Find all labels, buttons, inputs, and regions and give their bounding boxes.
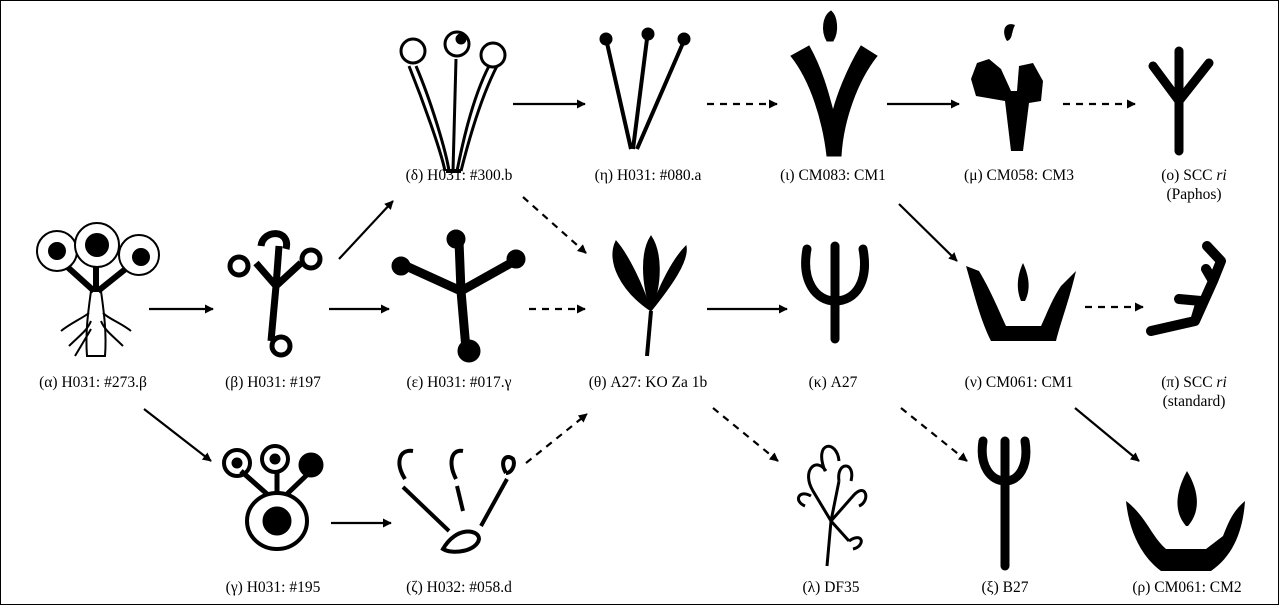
arrow-zeta-theta xyxy=(526,414,587,463)
arrow-nu-rho xyxy=(1075,408,1139,461)
glyph-alpha xyxy=(37,223,159,356)
glyph-delta xyxy=(401,32,505,171)
glyph-omicron xyxy=(1153,51,1209,151)
caption-nu: (ν) CM061: CM1 xyxy=(965,373,1074,392)
glyph-zeta xyxy=(399,451,513,552)
caption-beta: (β) H031: #197 xyxy=(225,373,321,392)
glyph-beta xyxy=(230,234,320,355)
glyph-epsilon xyxy=(392,230,525,362)
glyph-pi xyxy=(1151,246,1221,331)
glyph-nu xyxy=(966,263,1076,341)
glyph-theta xyxy=(613,236,686,356)
arrow-alpha-gamma xyxy=(144,409,211,461)
caption-omicron: (ο) SCC ri (Paphos) xyxy=(1161,166,1226,204)
caption-pi-prefix: (π) SCC xyxy=(1161,374,1216,391)
caption-lambda: (λ) DF35 xyxy=(802,578,859,597)
caption-mu: (μ) CM058: CM3 xyxy=(964,166,1074,185)
caption-pi: (π) SCC ri (standard) xyxy=(1161,373,1227,411)
glyph-eta xyxy=(600,28,690,149)
caption-kappa: (κ) A27 xyxy=(809,373,858,392)
glyph-kappa xyxy=(806,246,865,339)
glyph-mu xyxy=(971,24,1043,151)
caption-pi-sub: (standard) xyxy=(1161,392,1227,411)
glyph-xi xyxy=(982,441,1026,566)
caption-gamma: (γ) H031: #195 xyxy=(226,578,321,597)
glyph-iota xyxy=(791,11,877,156)
caption-pi-italic: ri xyxy=(1216,374,1226,391)
caption-rho: (ρ) CM061: CM2 xyxy=(1132,578,1241,597)
caption-iota: (ι) CM083: CM1 xyxy=(780,166,886,185)
caption-xi: (ξ) B27 xyxy=(982,578,1029,597)
caption-omicron-sub: (Paphos) xyxy=(1161,185,1226,204)
caption-theta: (θ) A27: KO Za 1b xyxy=(589,373,707,392)
arrow-iota-nu xyxy=(899,204,957,261)
glyph-rho xyxy=(1126,471,1245,571)
arrow-beta-delta xyxy=(339,201,393,259)
caption-eta: (η) H031: #080.a xyxy=(595,166,702,185)
glyph-lambda xyxy=(798,446,865,566)
caption-epsilon: (ε) H031: #017.γ xyxy=(406,373,511,392)
arrow-kappa-xi xyxy=(901,408,967,461)
caption-delta: (δ) H031: #300.b xyxy=(406,166,513,185)
caption-zeta: (ζ) H032: #058.d xyxy=(406,578,512,597)
caption-alpha: (α) H031: #273.β xyxy=(39,373,147,392)
caption-omicron-italic: ri xyxy=(1216,167,1226,184)
arrow-delta-theta xyxy=(523,197,586,253)
glyph-gamma xyxy=(224,446,323,549)
caption-omicron-prefix: (ο) SCC xyxy=(1161,167,1216,184)
arrow-theta-lambda xyxy=(713,408,778,461)
